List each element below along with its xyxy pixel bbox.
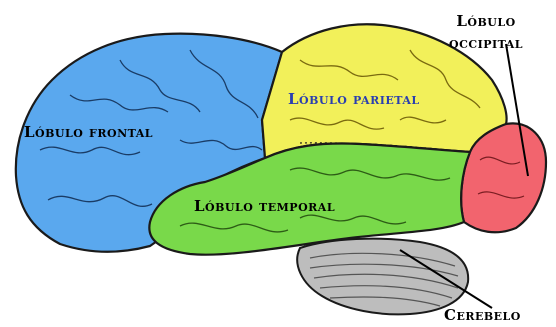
- temporal-lobe-label: Lóbulo temporal: [194, 199, 335, 214]
- parietal-lobe-label: Lóbulo parietal: [288, 92, 420, 107]
- cerebelo-label: Cerebelo: [444, 308, 521, 323]
- occipital-label-line2: occipital: [418, 32, 554, 54]
- occipital-label-line1: Lóbulo: [418, 10, 554, 32]
- occipital-lobe-label: Lóbulo occipital: [418, 10, 554, 54]
- frontal-lobe-label: Lóbulo frontal: [24, 125, 153, 140]
